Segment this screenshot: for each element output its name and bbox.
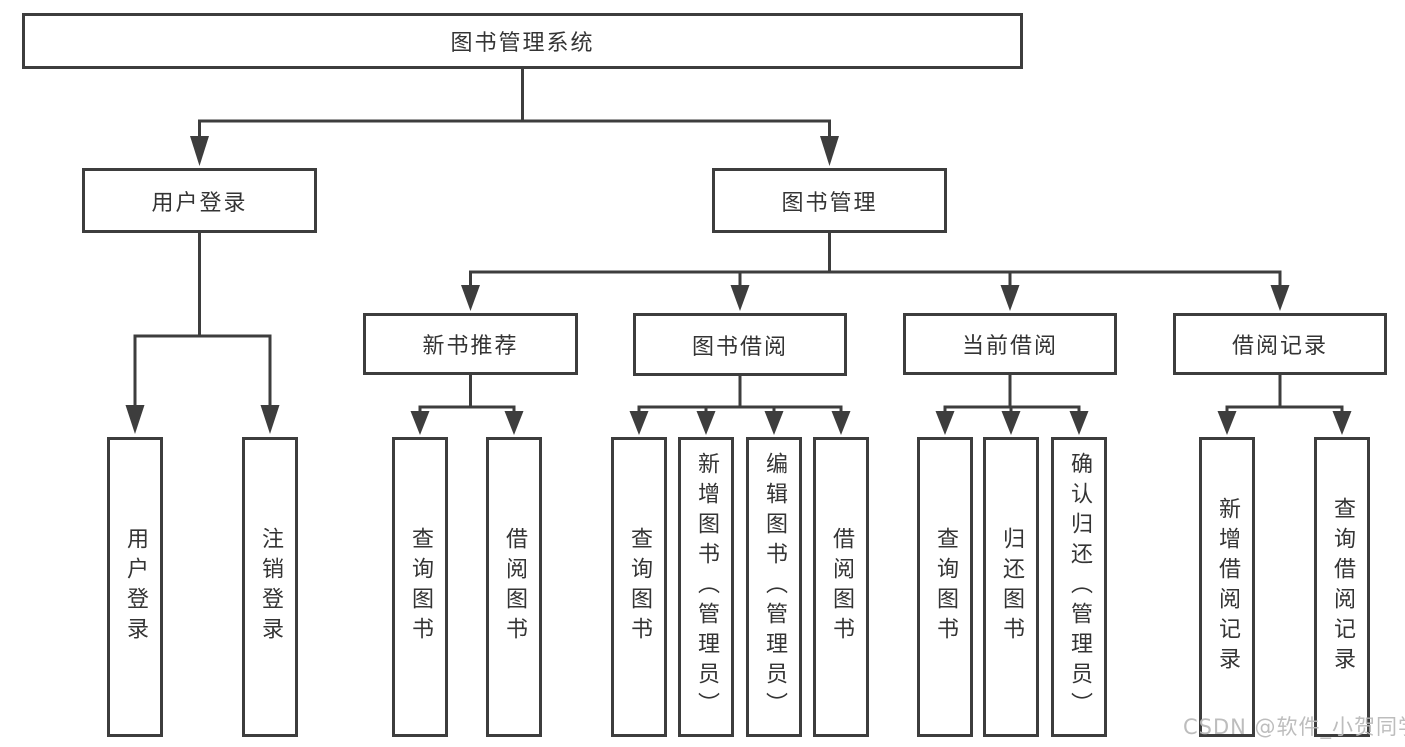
leaf-confirm-return-admin: 确认归还（管理员） [1051, 437, 1107, 737]
csdn-watermark: CSDN @软件_小贺同学 [1183, 715, 1405, 739]
node-current-borrowing: 当前借阅 [903, 313, 1117, 375]
node-new-book-recommend: 新书推荐 [363, 313, 578, 375]
leaf-label: 借阅图书 [829, 527, 854, 647]
leaf-label: 确认归还（管理员） [1067, 452, 1092, 722]
node-user-login: 用户登录 [82, 168, 317, 233]
leaf-query-books-current: 查询图书 [917, 437, 973, 737]
leaf-label: 归还图书 [999, 527, 1024, 647]
leaf-return-books: 归还图书 [983, 437, 1039, 737]
node-book-management: 图书管理 [712, 168, 947, 233]
leaf-query-books-borrowing: 查询图书 [611, 437, 667, 737]
leaf-borrow-books-borrowing: 借阅图书 [813, 437, 869, 737]
leaf-label: 新增借阅记录 [1215, 497, 1240, 677]
leaf-borrow-books-recommend: 借阅图书 [486, 437, 542, 737]
leaf-label: 查询图书 [627, 527, 652, 647]
node-library-management-system: 图书管理系统 [22, 13, 1023, 69]
node-label: 当前借阅 [961, 334, 1058, 359]
node-label: 图书管理系统 [450, 31, 595, 56]
node-book-borrowing: 图书借阅 [633, 313, 847, 376]
leaf-query-borrow-record: 查询借阅记录 [1314, 437, 1370, 737]
leaf-label: 用户登录 [123, 527, 148, 647]
node-label: 借阅记录 [1231, 334, 1328, 359]
node-label: 用户登录 [151, 190, 248, 216]
node-label: 新书推荐 [422, 334, 519, 359]
leaf-label: 查询图书 [408, 527, 433, 647]
leaf-add-books-admin: 新增图书（管理员） [678, 437, 734, 737]
leaf-user-login: 用户登录 [107, 437, 163, 737]
leaf-logout: 注销登录 [242, 437, 298, 737]
leaf-label: 注销登录 [258, 527, 283, 647]
leaf-label: 借阅图书 [502, 527, 527, 647]
leaf-query-books-recommend: 查询图书 [392, 437, 448, 737]
leaf-add-borrow-record: 新增借阅记录 [1199, 437, 1255, 737]
leaf-label: 查询借阅记录 [1330, 497, 1355, 677]
leaf-label: 新增图书（管理员） [694, 452, 719, 722]
leaf-edit-books-admin: 编辑图书（管理员） [746, 437, 802, 737]
node-label: 图书管理 [781, 190, 878, 216]
node-label: 图书借阅 [691, 334, 788, 360]
leaf-label: 编辑图书（管理员） [762, 452, 787, 722]
leaf-label: 查询图书 [933, 527, 958, 647]
node-borrowing-records: 借阅记录 [1173, 313, 1387, 375]
